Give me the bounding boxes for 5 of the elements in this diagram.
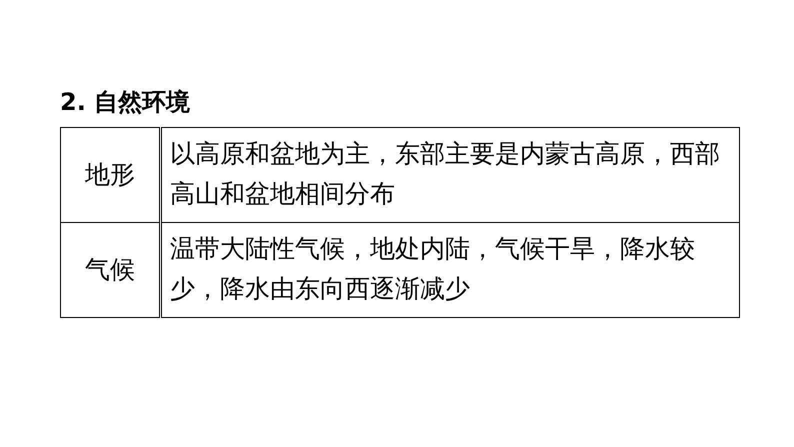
table-cell-text: 以高原和盆地为主，东部主要是内蒙古高原，西部高山和盆地相间分布 bbox=[170, 138, 721, 210]
table-cell-text: 温带大陆性气候，地处内陆，气候干旱，降水较少，降水由东向西逐渐减少 bbox=[170, 233, 696, 305]
row-header: 气候 bbox=[85, 254, 135, 286]
section-heading: 2. 自然环境 bbox=[60, 87, 190, 118]
row-header: 地形 bbox=[85, 159, 135, 191]
